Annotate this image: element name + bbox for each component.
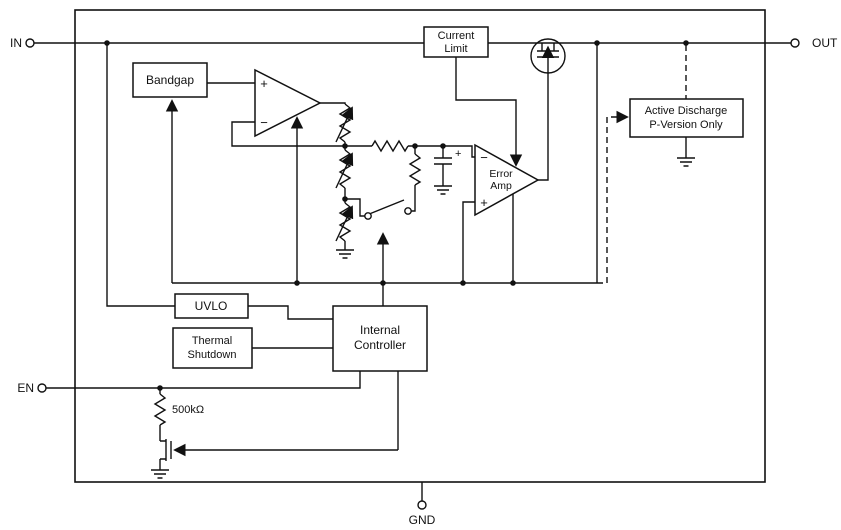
junction-dot [342,196,348,202]
controller-label-2: Controller [354,338,406,352]
ground-icon [434,185,452,195]
controller-label-1: Internal [360,323,400,337]
en-terminal [37,383,47,393]
trim-arrow-icon [335,152,354,189]
wire [46,371,361,389]
error-amp-plus-sign: + [480,195,488,210]
transistor-circle [530,38,566,74]
wire [434,146,452,186]
error-amp-label-2: Amp [490,180,512,192]
wire [455,57,523,167]
mosfet-glyph [160,439,172,461]
current-limit-block: Current Limit [423,26,489,58]
ground-icon [151,469,169,479]
junction-dot [683,40,689,46]
gnd-label: GND [409,513,436,527]
junction-dot [342,143,348,149]
active-discharge-label-1: Active Discharge [645,105,728,117]
uvlo-box [174,293,249,319]
reference-buffer-opamp-icon [254,68,322,138]
chip-boundary [74,9,766,483]
wire [231,121,345,147]
gnd-terminal [417,500,427,510]
thermal-shutdown-box [172,327,253,369]
pass-transistor-icon [530,38,566,74]
active-discharge-label-2: P-Version Only [649,119,723,131]
bandgap-block: Bandgap [132,62,208,98]
resistors [153,103,422,426]
ground-icon [677,157,695,167]
internal-controller-box [332,305,428,372]
trim-arrow-icon [335,106,354,143]
junction-dot [510,280,516,286]
switch-contact-icon [364,212,372,220]
wire [345,145,475,158]
ground-icon [336,249,354,259]
terminals: IN OUT EN GND [10,36,838,527]
thermal-label-1: Thermal [192,335,232,347]
uvlo-label: UVLO [195,299,228,313]
error-amp-icon [474,143,540,217]
switch-blade-icon [370,199,405,215]
junction-dot [294,280,300,286]
out-label: OUT [812,36,838,50]
wire [106,43,175,307]
en-label: EN [17,381,34,395]
wire [345,198,365,217]
wire [462,201,475,283]
buffer-minus-sign: − [260,115,268,130]
junction-dot [440,143,446,149]
error-amp-label-1: Error [489,168,513,180]
junction-dot [460,280,466,286]
active-discharge-box [629,98,744,138]
junction-dot [104,40,110,46]
junction-dot [412,143,418,149]
current-limit-label-1: Current [438,30,475,42]
bandgap-box [132,62,208,98]
buffer-plus-sign: + [260,76,268,91]
error-amp-minus-sign: − [480,150,488,165]
active-discharge-block: Active Discharge P-Version Only [629,98,744,138]
cap-polarity-sign: + [455,148,461,160]
resistor-icon [371,139,409,153]
thermal-shutdown-block: Thermal Shutdown [172,327,253,369]
out-terminal [790,38,800,48]
trim-arrow-icon [335,205,354,242]
vset-switch [364,199,412,220]
resistor-icon [408,153,422,186]
en-pulldown-fet-icon [160,439,172,461]
wire [248,305,333,320]
bandgap-label: Bandgap [146,73,194,87]
junction-dot [157,385,163,391]
uvlo-block: UVLO [174,293,249,319]
in-label: IN [10,36,22,50]
current-limit-label-2: Limit [444,43,467,55]
wire [320,102,346,104]
internal-controller-block: Internal Controller [332,305,428,372]
wire [538,57,549,181]
current-limit-box [423,26,489,58]
junction-dots [104,40,689,391]
en-resistor-label: 500kΩ [172,404,204,416]
wire [597,110,629,284]
thermal-label-2: Shutdown [188,349,237,361]
switch-contact-icon [404,207,412,215]
junction-dot [380,280,386,286]
grounds [151,157,695,479]
junction-dot [594,40,600,46]
in-terminal [25,38,35,48]
resistor-icon [153,393,167,426]
